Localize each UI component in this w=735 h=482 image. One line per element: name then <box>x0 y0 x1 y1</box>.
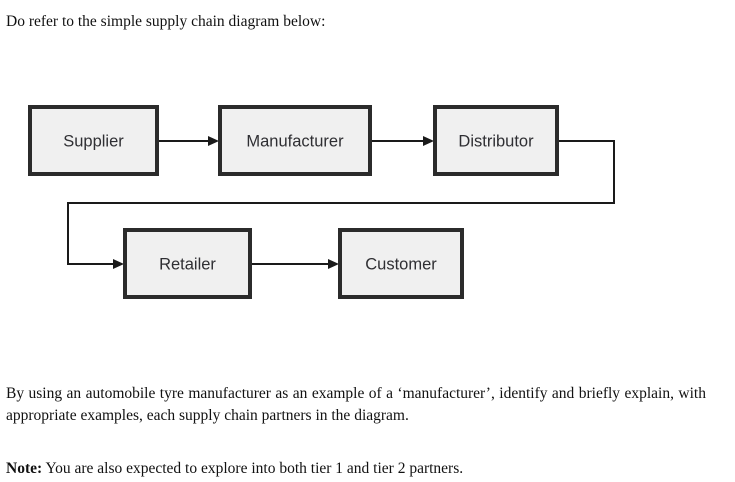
diagram-node-retailer-label: Retailer <box>159 255 216 273</box>
diagram-node-manufacturer-label: Manufacturer <box>246 132 344 150</box>
note-label: Note: <box>6 460 43 477</box>
diagram-node-manufacturer: Manufacturer <box>218 105 372 176</box>
connector-distributor-to-retailer <box>67 140 615 269</box>
connector-supplier-to-manufacturer <box>157 136 219 146</box>
connector-retailer-to-customer <box>250 259 339 269</box>
diagram-node-distributor: Distributor <box>433 105 559 176</box>
diagram-node-retailer: Retailer <box>123 228 252 299</box>
connector-manufacturer-to-distributor <box>370 136 434 146</box>
diagram-node-customer: Customer <box>338 228 464 299</box>
diagram-node-customer-label: Customer <box>365 255 437 273</box>
intro-text: Do refer to the simple supply chain diag… <box>6 13 326 30</box>
question-paragraph: By using an automobile tyre manufacturer… <box>6 385 706 424</box>
note-text: You are also expected to explore into bo… <box>42 460 464 477</box>
diagram-node-supplier: Supplier <box>28 105 159 176</box>
diagram-node-distributor-label: Distributor <box>458 132 534 150</box>
diagram-node-supplier-label: Supplier <box>63 132 124 150</box>
note-paragraph: Note: You are also expected to explore i… <box>6 459 706 479</box>
